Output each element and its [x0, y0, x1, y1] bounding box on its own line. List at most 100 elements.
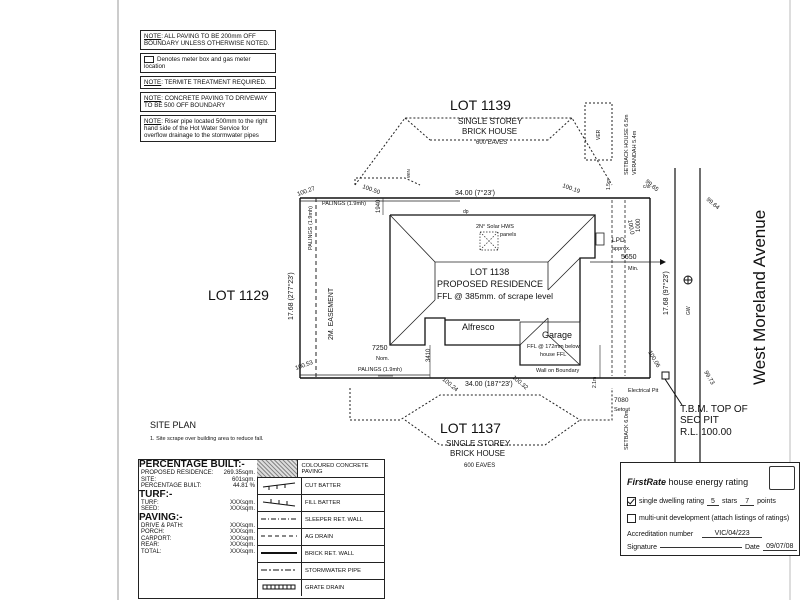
paving-row: CARPORT:XXXsqm. [141, 535, 255, 542]
dim-3410: 3410 [426, 348, 432, 362]
turf-title: TURF:- [139, 488, 173, 500]
ag-drain-icon [257, 528, 302, 545]
key-brick-wall: BRICK RET. WALL [257, 545, 384, 563]
percentage-title: PERCENTAGE BUILT:- [139, 459, 245, 470]
dim-1-5m: 1.5m [606, 179, 612, 190]
palings-north: PALINGS (1.9mh) [322, 201, 366, 207]
dim-south-length: 34.00 (187°23') [465, 380, 513, 388]
single-dwelling-checkbox[interactable] [627, 497, 636, 506]
signature-row: Signature Date 09/07/08 [627, 543, 797, 551]
multi-unit-row: multi-unit development (attach listings … [627, 514, 789, 523]
key-ag-drain: AG DRAIN [257, 528, 384, 546]
tbm-line-2: SEC PIT [680, 415, 719, 426]
garage-ffl-2: house FFL [540, 352, 566, 358]
turf-row: TURF:XXXsqm. [141, 499, 255, 506]
tbm-line-3: R.L. 100.00 [680, 427, 732, 438]
rl-north: 100.19 [561, 183, 581, 195]
paving-row: DRIVE & PATH:XXXsqm. [141, 522, 255, 529]
garage-ffl-1: FFL @ 172mm below [527, 344, 579, 350]
fill-batter-icon [257, 494, 302, 511]
single-dwelling-row: single dwelling rating 5 stars 7 points [627, 497, 776, 506]
residence-title: PROPOSED RESIDENCE [437, 279, 543, 289]
note-meter-box: Denotes meter box and gas meter location [140, 53, 276, 74]
lot-1137-sub2: BRICK HOUSE [450, 449, 505, 458]
rl-north-west: 100.50 [361, 184, 381, 196]
gw-label: GW [686, 306, 692, 315]
note-riser-pipe: NOTE: Riser pipe located 500mm to the ri… [140, 115, 276, 143]
paving-row: REAR:XXXsqm. [141, 542, 255, 548]
electrical-pit: Electrical Pit [628, 388, 659, 394]
lot-1139-sub1: SINGLE STOREY [458, 117, 523, 126]
setback-west-nom: Nom. [376, 356, 390, 362]
firstrate-logo-icon [769, 466, 795, 490]
residence-ffl: FFL @ 385mm. of scrape level [437, 291, 553, 301]
rl-south-east: 100.06 [646, 350, 661, 369]
wall-on-boundary: Wall on Boundary [536, 368, 579, 374]
key-cut-batter: CUT BATTER [257, 477, 384, 495]
dim-1940: 1940 [376, 199, 382, 213]
rl-south-east-2: 99.73 [702, 370, 715, 387]
grate-drain-icon [257, 579, 302, 596]
paving-title: PAVING:- [139, 511, 183, 523]
garage-label: Garage [542, 330, 572, 340]
win-label: WIN [406, 169, 411, 178]
paving-row: TOTAL:XXXsqm. [141, 548, 255, 555]
brick-wall-icon [257, 545, 302, 562]
dim-west-length: 17.68 (277°23') [287, 272, 295, 320]
alfresco-label: Alfresco [462, 322, 495, 332]
lpd-box-icon [595, 232, 605, 246]
multi-unit-checkbox[interactable] [627, 514, 636, 523]
lot-1137-sub3: 600 EAVES [464, 463, 495, 469]
meter-box-icon [144, 56, 154, 63]
tbm-line-1: T.B.M. TOP OF [680, 404, 748, 415]
palings-west: PALINGS (1.9mh) [308, 206, 314, 250]
ca-label: c/a [643, 184, 650, 190]
key-sleeper-wall: SLEEPER RET. WALL [257, 511, 384, 529]
rl-bottom-left: 100.53 [295, 360, 315, 372]
lot-1137-title: LOT 1137 [440, 420, 501, 436]
residence-lot: LOT 1138 [470, 267, 509, 277]
accreditation-row: Accreditation number VIC/04/223 [627, 530, 763, 538]
verandah-label: VER [596, 129, 602, 140]
setback-south: SETBACK 6.0m [624, 410, 630, 450]
site-plan-title: SITE PLAN [150, 420, 196, 430]
legend-panel: PERCENTAGE BUILT:- PROPOSED RESIDENCE:26… [138, 459, 385, 599]
solar-hws-icon [479, 231, 499, 251]
paving-row: PORCH:XXXsqm. [141, 529, 255, 535]
note-paving: NOTE: ALL PAVING TO BE 200mm OFF BOUNDAR… [140, 30, 276, 50]
dim-1000: 1000 [636, 218, 642, 232]
dim-2-1m: 2.1m [592, 377, 598, 388]
key-coloured-concrete: COLOURED CONCRETE PAVING [257, 460, 384, 478]
proposed-residence-outline [389, 214, 596, 366]
rl-north-east-2: 99.64 [705, 197, 721, 212]
pct-row: PROPOSED RESIDENCE:269.35sqm. [141, 470, 255, 476]
hatch-swatch-icon [257, 460, 299, 477]
rl-south-west: 100.24 [441, 377, 459, 394]
notes-panel: NOTE: ALL PAVING TO BE 200mm OFF BOUNDAR… [140, 30, 276, 145]
property-boundary [299, 197, 651, 379]
rl-top-left: 100.27 [297, 186, 317, 198]
key-grate-drain: GRATE DRAIN [257, 579, 384, 596]
easement-label: 2M. EASEMENT [328, 287, 335, 340]
sleeper-wall-icon [257, 511, 302, 528]
south-house-outline [349, 388, 613, 446]
pct-row: PERCENTAGE BUILT:44.81 % [141, 483, 255, 489]
lot-1139-sub2: BRICK HOUSE [462, 127, 517, 136]
rl-east: 100.0 [626, 219, 635, 235]
setback-north: SETBACK HOUSE 6.5m [624, 114, 630, 175]
percentage-built-panel: PERCENTAGE BUILT:- PROPOSED RESIDENCE:26… [139, 460, 258, 598]
turf-row: SEED:XXXsqm. [141, 506, 255, 512]
tbm-marker-icon [661, 275, 693, 406]
dim-north-length: 34.00 (7°23') [455, 189, 495, 197]
site-plan-note: 1. Site scrape over building area to red… [150, 436, 264, 442]
cut-batter-icon [257, 477, 302, 494]
stormwater-icon [257, 562, 302, 579]
setback-west: 7250 [372, 345, 388, 352]
dp-label: dp [463, 209, 469, 215]
palings-south: PALINGS (1.9mh) [358, 367, 402, 373]
dim-7080: 7080 [614, 397, 629, 404]
lpd-min: Min. [628, 266, 639, 272]
setout-label: Setout [614, 407, 630, 413]
firstrate-title: FirstRate house energy rating [627, 477, 749, 487]
